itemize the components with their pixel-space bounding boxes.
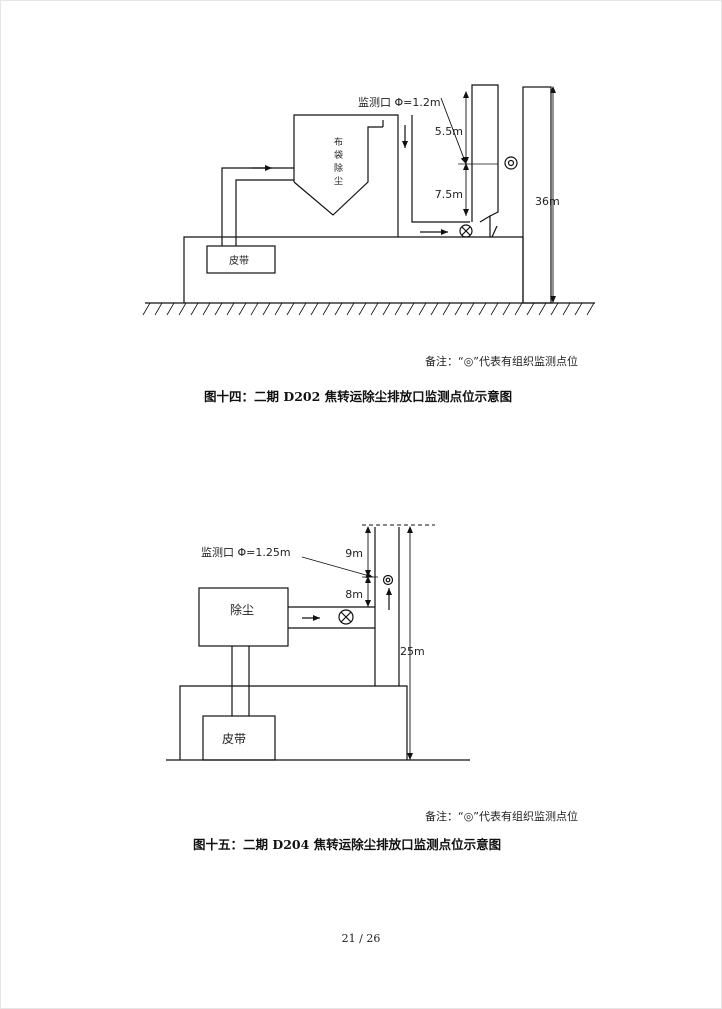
fig14-outlet-duct-outer	[411, 115, 470, 223]
fig14-baghouse-label-1: 布	[334, 136, 343, 148]
fig15-fan-icon	[338, 609, 354, 625]
fig14-dim-top-label: 5.5m	[435, 125, 463, 138]
fig15-belt-label: 皮带	[222, 732, 246, 746]
fig14-dim-bottom-label: 7.5m	[435, 188, 463, 201]
fig14-note: 备注：“◎”代表有组织监测点位	[425, 355, 578, 368]
fig14-caption: 图十四：二期 D202 焦转运除尘排放口监测点位示意图	[204, 389, 513, 404]
fig15-dust-box	[198, 587, 289, 647]
fig15-port-leader	[301, 556, 374, 578]
fig15-caption: 图十五：二期 D204 焦转运除尘排放口监测点位示意图	[193, 837, 502, 852]
fig15-belt-box	[202, 715, 276, 761]
fig14-baghouse-hopper	[293, 126, 383, 216]
fig15-dust-label: 除尘	[230, 602, 254, 617]
fig15-note: 备注：“◎”代表有组织监测点位	[425, 810, 578, 823]
fig14-baghouse-label-2: 袋	[334, 149, 343, 161]
page-number: 21 / 26	[341, 932, 381, 945]
fig14-monitor-port-label: 监测口 Φ=1.2m	[358, 96, 441, 109]
fig14-duct-inner	[235, 179, 294, 246]
fig14-port-leader	[440, 97, 467, 165]
fig14-exhaust-stack	[471, 84, 499, 222]
fig15-building	[179, 685, 408, 760]
fig15-dim-stack-label: 25m	[400, 645, 425, 658]
fig14-ground-hatch	[142, 302, 595, 316]
fig15-dim-top-label: 9m	[345, 547, 363, 560]
fig15-dim-bottom-label: 8m	[345, 588, 363, 601]
fig14-baghouse	[293, 114, 399, 182]
fig15-monitor-port-label: 监测口 Φ=1.25m	[201, 546, 291, 559]
fig14-monitoring-point-icon	[504, 156, 518, 170]
fig14-belt-label: 皮带	[229, 254, 249, 267]
fig14-fan-icon	[459, 224, 473, 238]
fig14-baghouse-label-3: 除	[334, 162, 343, 174]
fig15-monitoring-point-icon	[382, 574, 394, 586]
fig14-baghouse-label-4: 尘	[334, 176, 343, 187]
fig14-belt-box	[206, 245, 276, 274]
fig14-dim-stack-label: 36m	[535, 195, 560, 208]
